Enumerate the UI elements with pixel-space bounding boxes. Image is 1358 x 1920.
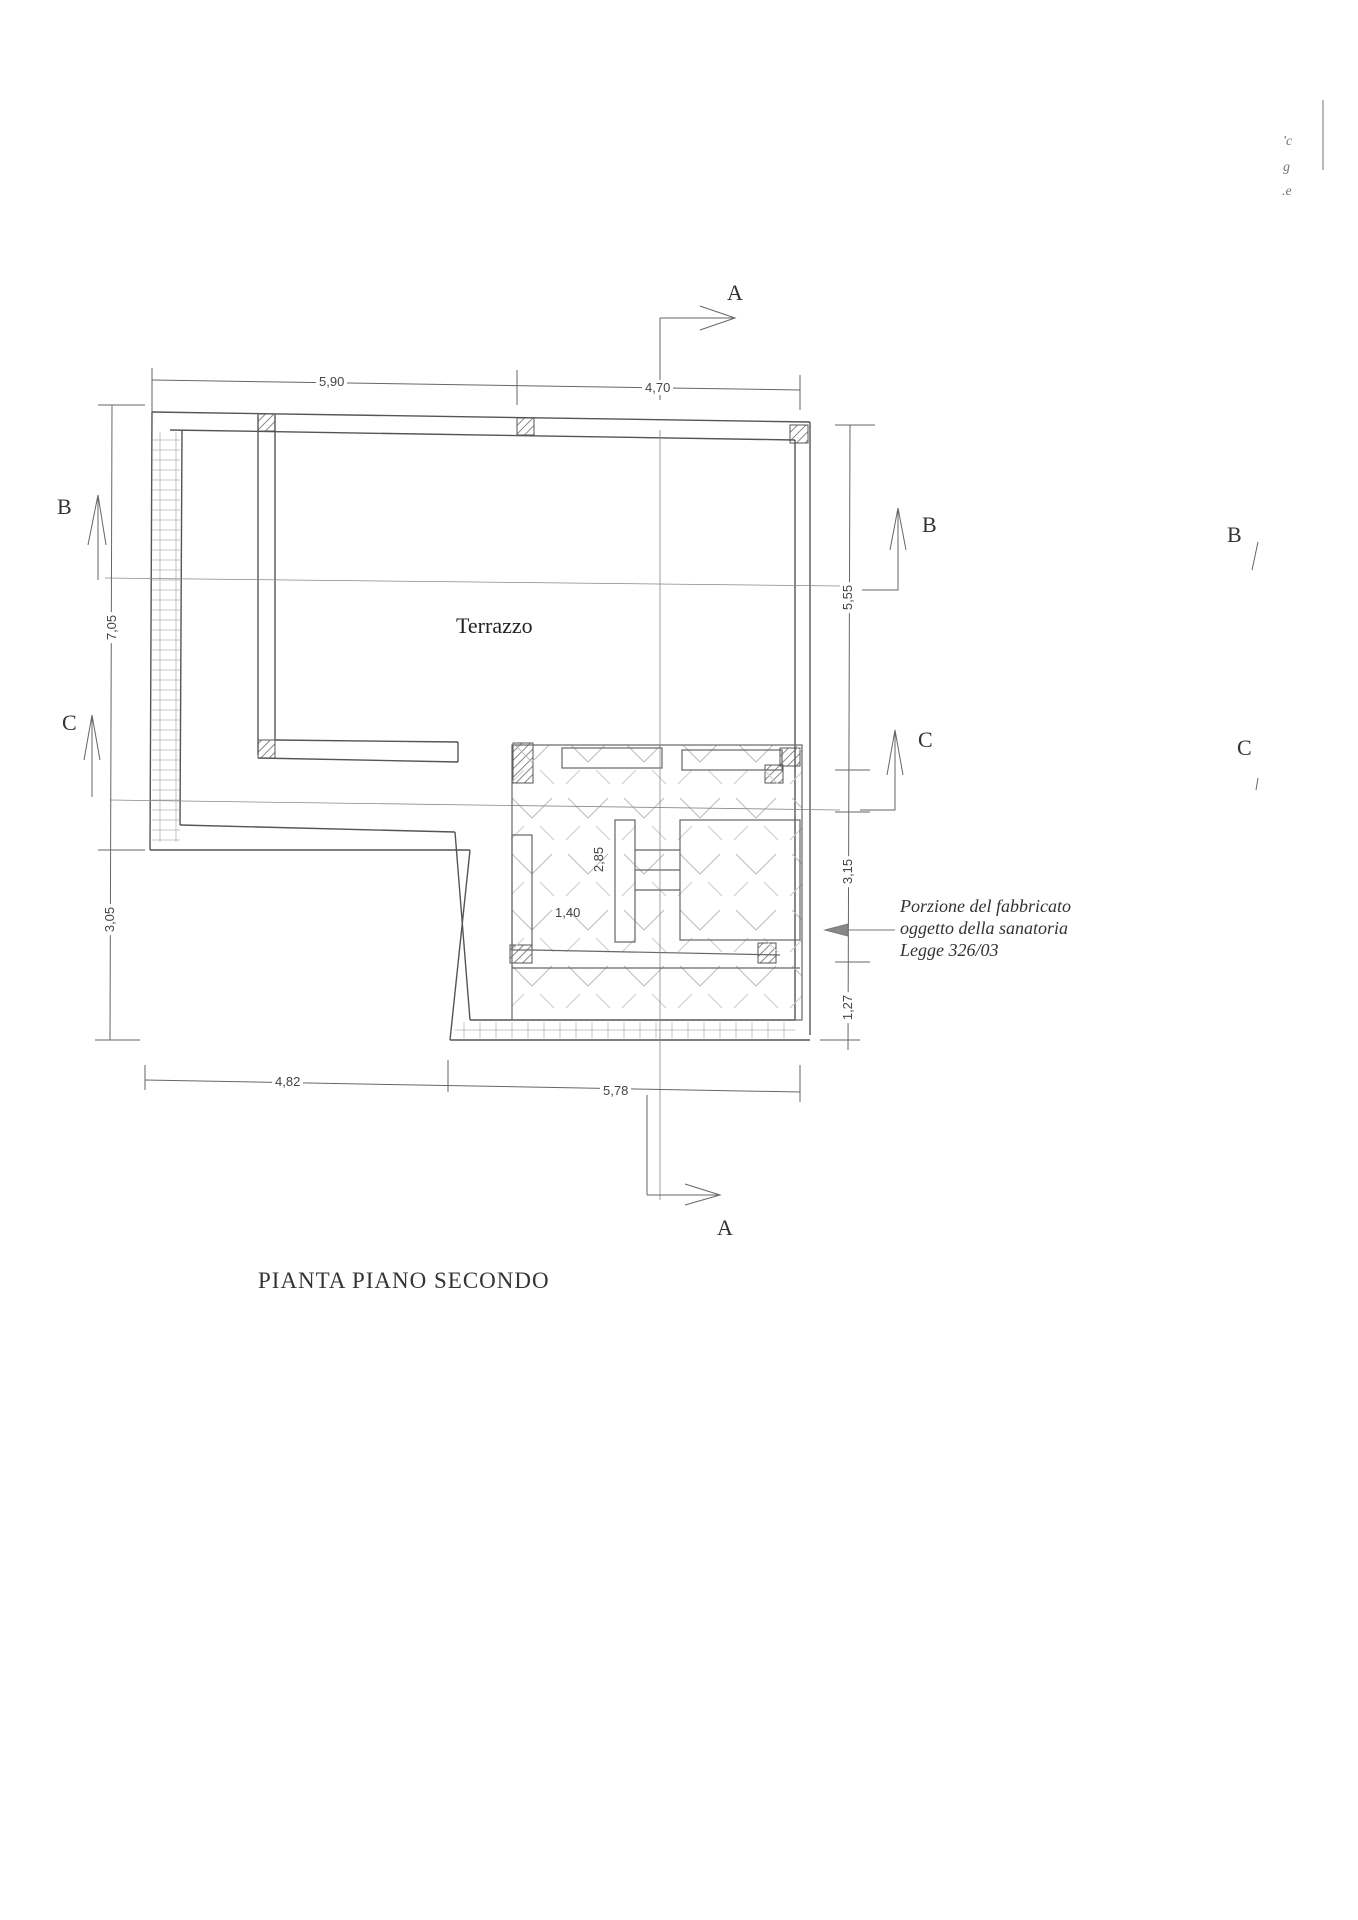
brick-wall-bottom bbox=[455, 1022, 795, 1038]
dimension-right bbox=[820, 424, 875, 1051]
room-label-terrazzo: Terrazzo bbox=[456, 613, 533, 638]
dim-stair-height: 2,85 bbox=[591, 846, 607, 873]
sanatoria-note: Porzione del fabbricato oggetto della sa… bbox=[900, 895, 1071, 961]
dim-stair-width: 1,40 bbox=[555, 905, 581, 920]
note-arrow bbox=[823, 923, 895, 937]
dim-right-middle: 3,15 bbox=[840, 855, 856, 888]
dim-left-upper: 7,05 bbox=[104, 611, 120, 644]
section-c-far-label: C bbox=[1237, 735, 1252, 760]
dim-right-lower: 1,27 bbox=[840, 991, 856, 1024]
margin-mark-3: .e bbox=[1282, 184, 1292, 199]
section-c-right-label: C bbox=[918, 727, 933, 752]
brick-wall-left bbox=[152, 432, 180, 842]
section-a-bottom-label: A bbox=[717, 1215, 733, 1240]
note-line-2: oggetto della sanatoria bbox=[900, 918, 1068, 938]
dim-right-upper: 5,55 bbox=[840, 581, 856, 614]
dimension-top bbox=[151, 368, 801, 412]
section-arrows bbox=[83, 494, 1259, 811]
dim-bottom-right: 5,78 bbox=[600, 1083, 632, 1098]
dim-top-left: 5,90 bbox=[316, 374, 348, 389]
note-line-1: Porzione del fabbricato bbox=[900, 896, 1071, 916]
dim-top-right: 4,70 bbox=[642, 380, 674, 395]
dim-left-lower: 3,05 bbox=[102, 903, 118, 936]
axis-lines bbox=[104, 430, 841, 1200]
section-a-top-label: A bbox=[727, 280, 743, 305]
dimension-left bbox=[95, 404, 145, 1041]
dimension-bottom bbox=[144, 1060, 801, 1102]
section-a-bottom-marker bbox=[646, 1095, 722, 1206]
section-b-far-label: B bbox=[1227, 522, 1242, 547]
section-b-left-label: B bbox=[57, 494, 72, 519]
margin-mark-1: 'c bbox=[1283, 134, 1293, 149]
note-line-3: Legge 326/03 bbox=[900, 940, 999, 960]
drawing-title: PIANTA PIANO SECONDO bbox=[258, 1268, 550, 1293]
stair-block bbox=[511, 744, 803, 1021]
margin-mark-2: g bbox=[1283, 160, 1290, 175]
section-c-left-label: C bbox=[62, 710, 77, 735]
section-b-right-label: B bbox=[922, 512, 937, 537]
dim-bottom-left: 4,82 bbox=[272, 1074, 304, 1089]
